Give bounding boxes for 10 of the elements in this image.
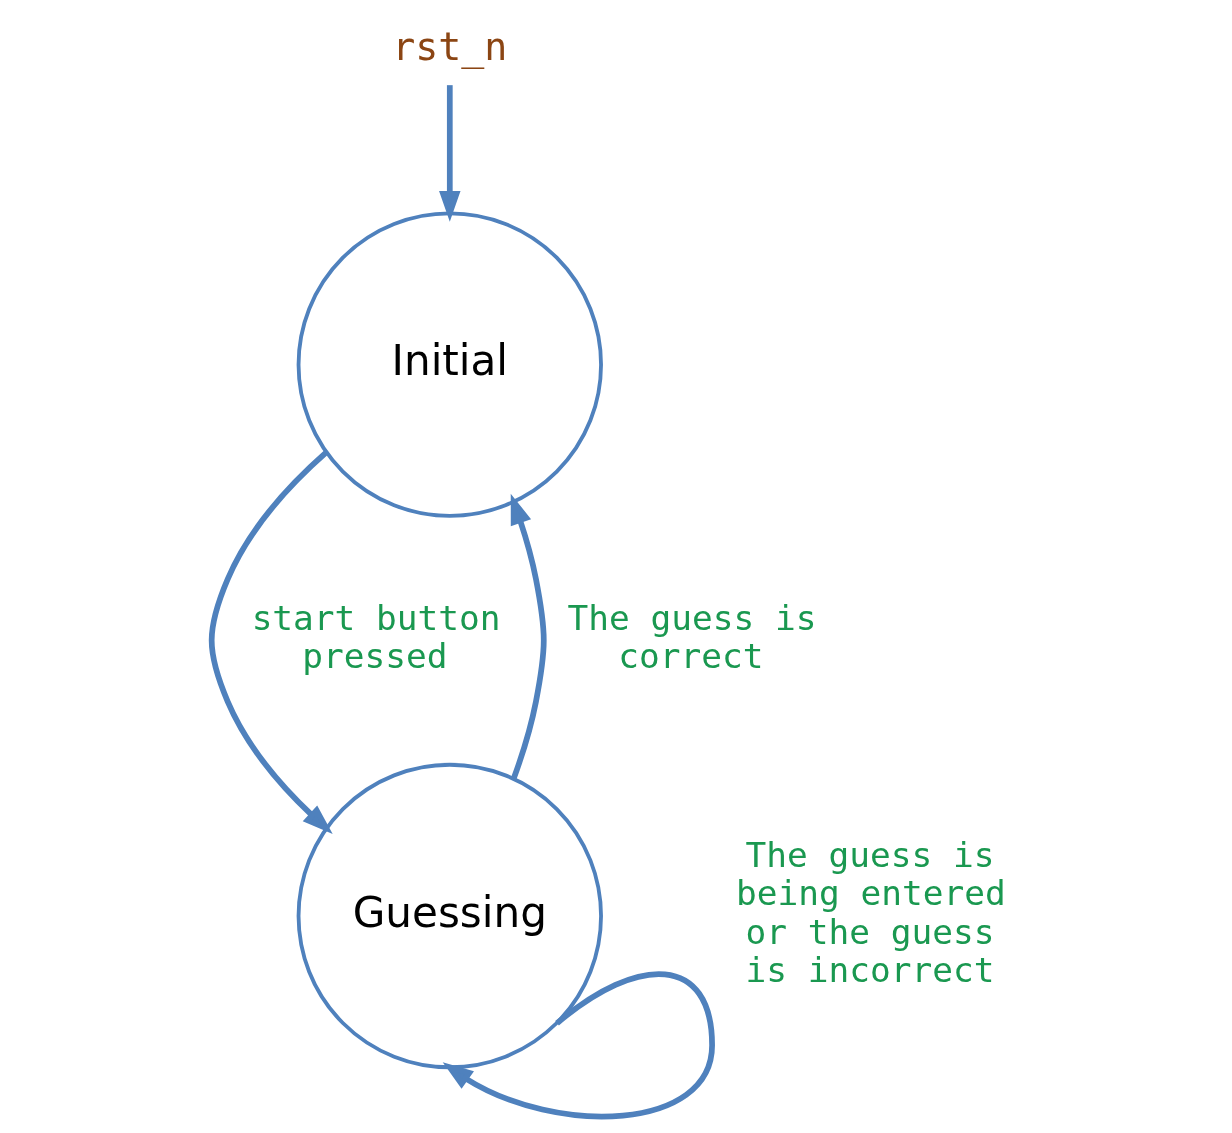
edge-label: start button pressed (251, 597, 501, 676)
arrow (442, 971, 715, 1120)
arrow (510, 493, 547, 780)
arrow (208, 450, 333, 835)
node-circle: Guessing (296, 762, 603, 1070)
edge-label: The guess is correct (567, 597, 817, 676)
node-text: rst_n (392, 24, 508, 70)
arrow (439, 85, 461, 222)
node-circle: Initial (296, 211, 603, 518)
edge-label: The guess is being entered or the guess is incorrect (736, 835, 1006, 990)
